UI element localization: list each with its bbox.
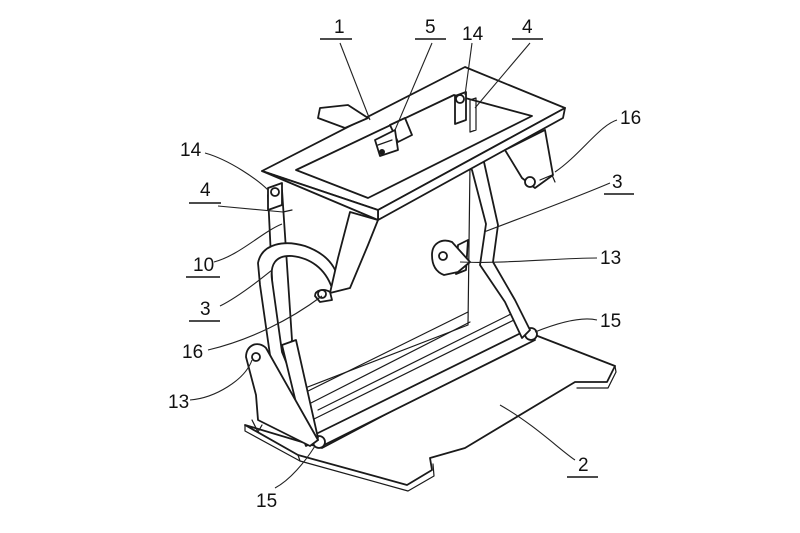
right-side-plate — [431, 161, 531, 339]
label-1: 1 — [334, 17, 345, 38]
reference-labels: 1 5 14 4 16 14 4 3 10 13 3 15 16 13 2 15 — [168, 17, 641, 512]
label-15-bottom: 15 — [256, 491, 277, 512]
label-15-right: 15 — [600, 311, 621, 332]
rods — [267, 91, 477, 213]
pivot-14-left — [270, 187, 280, 197]
crossbar-assembly — [299, 311, 538, 449]
label-14-left: 14 — [180, 140, 202, 161]
pivot-13-right — [438, 251, 448, 261]
leader-lines — [189, 42, 618, 489]
label-16-right: 16 — [620, 108, 641, 129]
pivot-13-left — [251, 352, 261, 362]
label-16-left: 16 — [182, 342, 203, 363]
left-handle — [245, 189, 339, 447]
pivot-14-right — [455, 94, 465, 104]
label-2: 2 — [578, 455, 589, 476]
label-13-left: 13 — [168, 392, 189, 413]
top-frame — [261, 66, 566, 303]
label-14-top: 14 — [462, 24, 484, 45]
latch-mechanism — [374, 117, 413, 157]
label-13-right: 13 — [600, 248, 621, 269]
label-4-top: 4 — [522, 17, 533, 38]
label-3-left: 3 — [200, 299, 211, 320]
pivot-16-right — [524, 176, 536, 188]
label-4-left: 4 — [200, 180, 211, 201]
label-3-right: 3 — [612, 172, 623, 193]
label-5: 5 — [425, 17, 436, 38]
label-10: 10 — [193, 255, 214, 276]
